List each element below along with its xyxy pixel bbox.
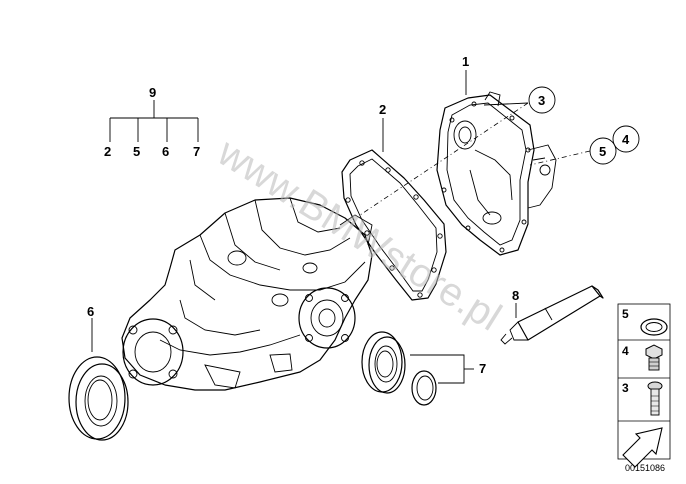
shaft-seal-right (361, 331, 406, 394)
callout-8: 8 (512, 288, 519, 303)
callout-2: 2 (379, 102, 386, 117)
group-9: 9 2 5 6 7 (104, 85, 200, 159)
legend-panel: 5 4 3 (617, 303, 671, 468)
catalog-number: 00151086 (625, 463, 665, 473)
arrow-icon (622, 427, 663, 468)
sealant-tube (500, 285, 604, 345)
callout-2-label: 2 (379, 102, 386, 117)
group-9-member: 7 (193, 144, 200, 159)
watermark: www.BMWstore.pl (209, 130, 508, 340)
callout-1-label: 1 (462, 54, 469, 69)
callout-5-label: 5 (599, 144, 606, 159)
gasket-ring-icon (640, 318, 668, 336)
legend-item-label: 4 (622, 344, 629, 358)
callout-6: 6 (87, 304, 94, 319)
callout-4: 4 (612, 125, 640, 153)
callout-3: 3 (528, 86, 556, 114)
callout-7-label: 7 (479, 361, 486, 376)
differential-housing (121, 197, 373, 391)
callout-8-label: 8 (512, 288, 519, 303)
legend-item: 4 (622, 344, 663, 371)
legend-item-label: 3 (622, 381, 629, 395)
bolt-icon (647, 381, 663, 416)
seal-ring (411, 370, 437, 406)
shaft-seal-left (68, 356, 129, 441)
callout-1: 1 (462, 54, 469, 69)
legend-item: 5 (622, 307, 668, 336)
legend-item: 3 (622, 381, 663, 416)
group-9-member: 2 (104, 144, 111, 159)
callout-7: 7 (479, 361, 486, 376)
legend-item-label: 5 (622, 307, 629, 321)
callout-3-label: 3 (538, 93, 545, 108)
leader-lines (91, 70, 591, 384)
gasket (341, 149, 447, 301)
screw-plug-icon (645, 344, 663, 371)
callout-5: 5 (589, 137, 617, 165)
callout-4-label: 4 (622, 132, 630, 147)
callout-6-label: 6 (87, 304, 94, 319)
group-9-member: 6 (162, 144, 169, 159)
group-9-member: 5 (133, 144, 140, 159)
group-9-label: 9 (149, 85, 156, 100)
housing-cover (436, 91, 557, 256)
